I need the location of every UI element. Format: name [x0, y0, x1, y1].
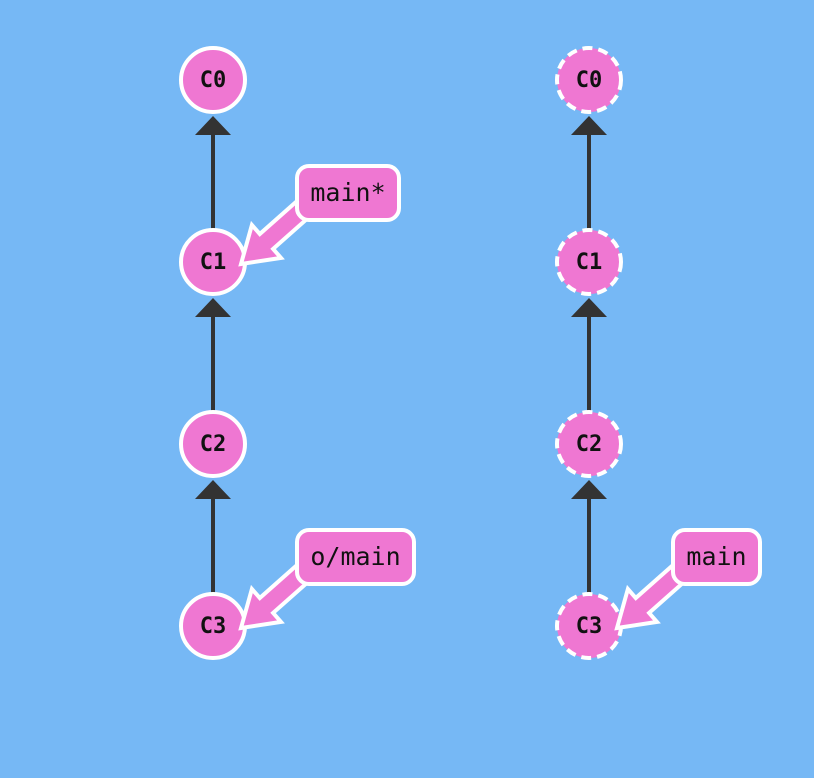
local-commit-circle	[179, 46, 247, 114]
local-commit-label: C2	[200, 432, 227, 457]
local-commit-label: C0	[200, 68, 227, 93]
local-branch-label: main*	[310, 178, 385, 207]
remote-commit-circle	[555, 410, 623, 478]
remote-edge-c1-c0	[571, 116, 607, 230]
remote-commit-label: C1	[576, 250, 603, 275]
local-branch-box	[295, 528, 416, 586]
local-edge-c1-c0	[195, 116, 231, 230]
local-edge-c3-c2	[195, 480, 231, 594]
local-commit-c0: C0	[179, 46, 247, 114]
remote-commit-label: C3	[576, 614, 603, 639]
remote-branch-main: main	[614, 528, 762, 631]
remote-commit-circle	[555, 228, 623, 296]
remote-edge-c3-c2	[571, 480, 607, 594]
remote-commit-c1: C1	[555, 228, 623, 296]
local-commit-c3: C3	[179, 592, 247, 660]
local-commit-circle	[179, 410, 247, 478]
remote-commit-label: C2	[576, 432, 603, 457]
remote-commit-c3: C3	[555, 592, 623, 660]
remote-commit-label: C0	[576, 68, 603, 93]
remote-branch-label: main	[686, 542, 746, 571]
remote-commit-circle	[555, 46, 623, 114]
remote-edge-c2-c1	[571, 298, 607, 412]
local-commit-label: C1	[200, 250, 227, 275]
local-commit-c2: C2	[179, 410, 247, 478]
local-branch-box	[295, 164, 401, 222]
local-branch-label: o/main	[310, 542, 400, 571]
local-commit-label: C3	[200, 614, 227, 639]
remote-commit-c0: C0	[555, 46, 623, 114]
local-branch-o-main: o/main	[238, 528, 416, 631]
remote-commit-c2: C2	[555, 410, 623, 478]
local-commit-c1: C1	[179, 228, 247, 296]
remote-branch-box	[671, 528, 762, 586]
local-edge-c2-c1	[195, 298, 231, 412]
local-branch-main: main*	[238, 164, 401, 267]
